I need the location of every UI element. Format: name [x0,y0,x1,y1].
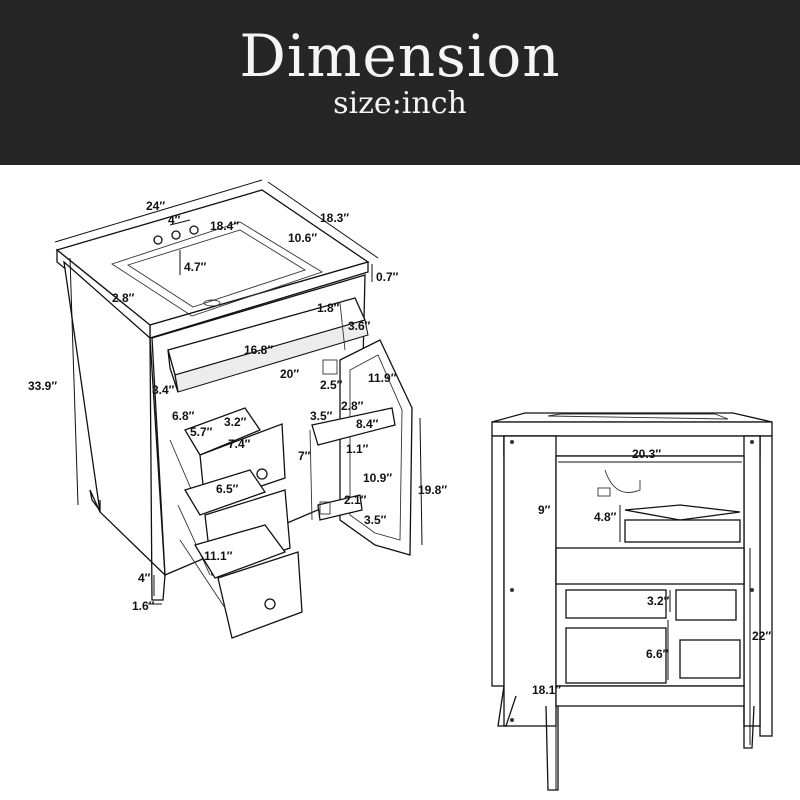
hinge-icon [322,359,338,375]
right-side-panel-left [491,435,505,687]
drawer-2-top [184,469,267,516]
dim-door-inner: 10.9″ [363,471,392,485]
right-upper-drawer-top [624,504,741,521]
dim-opening-height: 22″ [752,629,771,643]
right-upper-drawer [624,519,741,543]
size-unit-label: size:inch [333,86,467,121]
dim-drawer-front: 3.4″ [152,383,175,397]
dim-width: 24″ [146,199,165,213]
right-countertop-edge [491,421,773,437]
dim-shelf-gap: 1.1″ [346,442,369,456]
screw-icon [750,588,754,592]
dim-rail-gap: 3.2″ [647,594,670,608]
screw-icon [510,440,514,444]
dimension-drawing: 24″ 18.3″ 4″ 18.4″ 10.6″ 4.7″ 0.7″ 33.9″… [28,179,773,791]
right-frame-left [503,435,557,727]
screw-icon [510,588,514,592]
sink-basin [110,221,324,317]
dim-drawer-width: 7.4″ [228,437,251,451]
top-drawer-side [167,349,179,393]
door-height-line [419,417,423,546]
dim-drawer-inner-depth: 5.7″ [190,425,213,439]
dim-lower-drawer: 6.6″ [646,647,669,661]
right-lower-drawer [675,589,737,621]
dim-shelf-bottom: 2.1″ [344,493,367,507]
dim-inner-width: 20.3″ [632,447,661,461]
pipe-fitting-icon [597,487,611,497]
dim-door-bottom: 3.5″ [364,513,387,527]
header-banner: Dimension size:inch [0,0,800,165]
width-dimension-line [54,179,263,243]
drawer-2-slide [177,504,211,576]
dim-drawer-top-width: 16.8″ [244,343,273,357]
drain-pipe-icon [604,469,641,493]
screw-icon [750,440,754,444]
drawer-1-top [184,407,261,456]
dim-basin-height: 4.7″ [184,260,207,274]
left-vanity-illustration: 24″ 18.3″ 4″ 18.4″ 10.6″ 4.7″ 0.7″ 33.9″… [28,179,447,639]
dim-leg-height: 4″ [138,571,151,585]
dim-drawer-height: 6.5″ [216,482,239,496]
dim-faucet-spacing: 4″ [168,213,181,227]
sink-basin-inner [126,229,307,308]
hinge-icon [319,501,331,515]
dim-shelf-a: 2.8″ [341,399,364,413]
dim-upper-height: 9″ [538,503,551,517]
shelf-upper [311,407,396,446]
dim-drawer-gap: 3.2″ [224,415,247,429]
right-side-panel-right [759,435,773,737]
dim-right-drawer-height: 4.8″ [594,510,617,524]
dim-door-height: 19.8″ [418,483,447,497]
knob-icon [264,598,276,610]
dim-door-inner-height: 7″ [298,449,311,463]
right-basin [547,413,729,420]
faucet-hole-icon [171,230,181,240]
dim-drawer-top-gap: 1.8″ [317,301,340,315]
dim-depth: 18.3″ [320,211,349,225]
dim-basin-depth: 10.6″ [288,231,317,245]
right-vanity-illustration: 20.3″ 9″ 4.8″ 3.2″ 22″ 6.6″ 18.1″ [491,412,773,791]
knob-icon [256,468,268,480]
top-drawer-slide [339,302,346,351]
screw-icon [510,718,514,722]
total-height-line [69,257,79,506]
dim-total-height: 33.9″ [28,379,57,393]
dim-top-thickness: 0.7″ [376,270,399,284]
front-left-leg [149,337,166,601]
leg-shape [89,489,101,513]
right-leg-left [497,685,517,727]
drawer-3-front [217,551,303,639]
dim-shelf-width: 8.4″ [356,417,379,431]
shelf-divider [309,429,313,521]
dim-base-height: 18.1″ [532,683,561,697]
dim-shelf-b: 3.5″ [310,409,333,423]
drawer-3-top [194,524,287,579]
right-frame-right [743,435,761,727]
faucet-hole-icon [153,235,163,245]
right-base-rail [555,685,745,707]
dim-sink-offset: 2.8″ [112,291,135,305]
depth-dimension-line [267,181,379,259]
dim-leg-width: 1.6″ [132,599,155,613]
dim-drawer-side: 6.8″ [172,409,195,423]
right-leg-front-right [743,705,755,749]
right-lower-shelf [565,589,667,619]
dim-drawer-top-height: 3.6″ [348,319,371,333]
dim-door-depth: 11.9″ [368,371,397,385]
door-panel [349,354,403,541]
drawer-3-slide [179,539,226,609]
faucet-dimension-line [169,219,191,226]
right-lower-compartment [565,627,667,684]
dim-drawer-top-depth: 20″ [280,367,299,381]
dim-drawer-length: 11.1″ [204,549,233,563]
page-title: Dimension [239,22,561,90]
faucet-hole-icon [189,225,199,235]
right-bottom-drawer [679,639,741,679]
dim-hinge-gap: 2.5″ [320,378,343,392]
right-leg-front-left [545,705,559,791]
drain-icon [203,299,221,307]
dim-basin-width: 18.4″ [210,219,239,233]
right-mid-rail [555,547,745,585]
